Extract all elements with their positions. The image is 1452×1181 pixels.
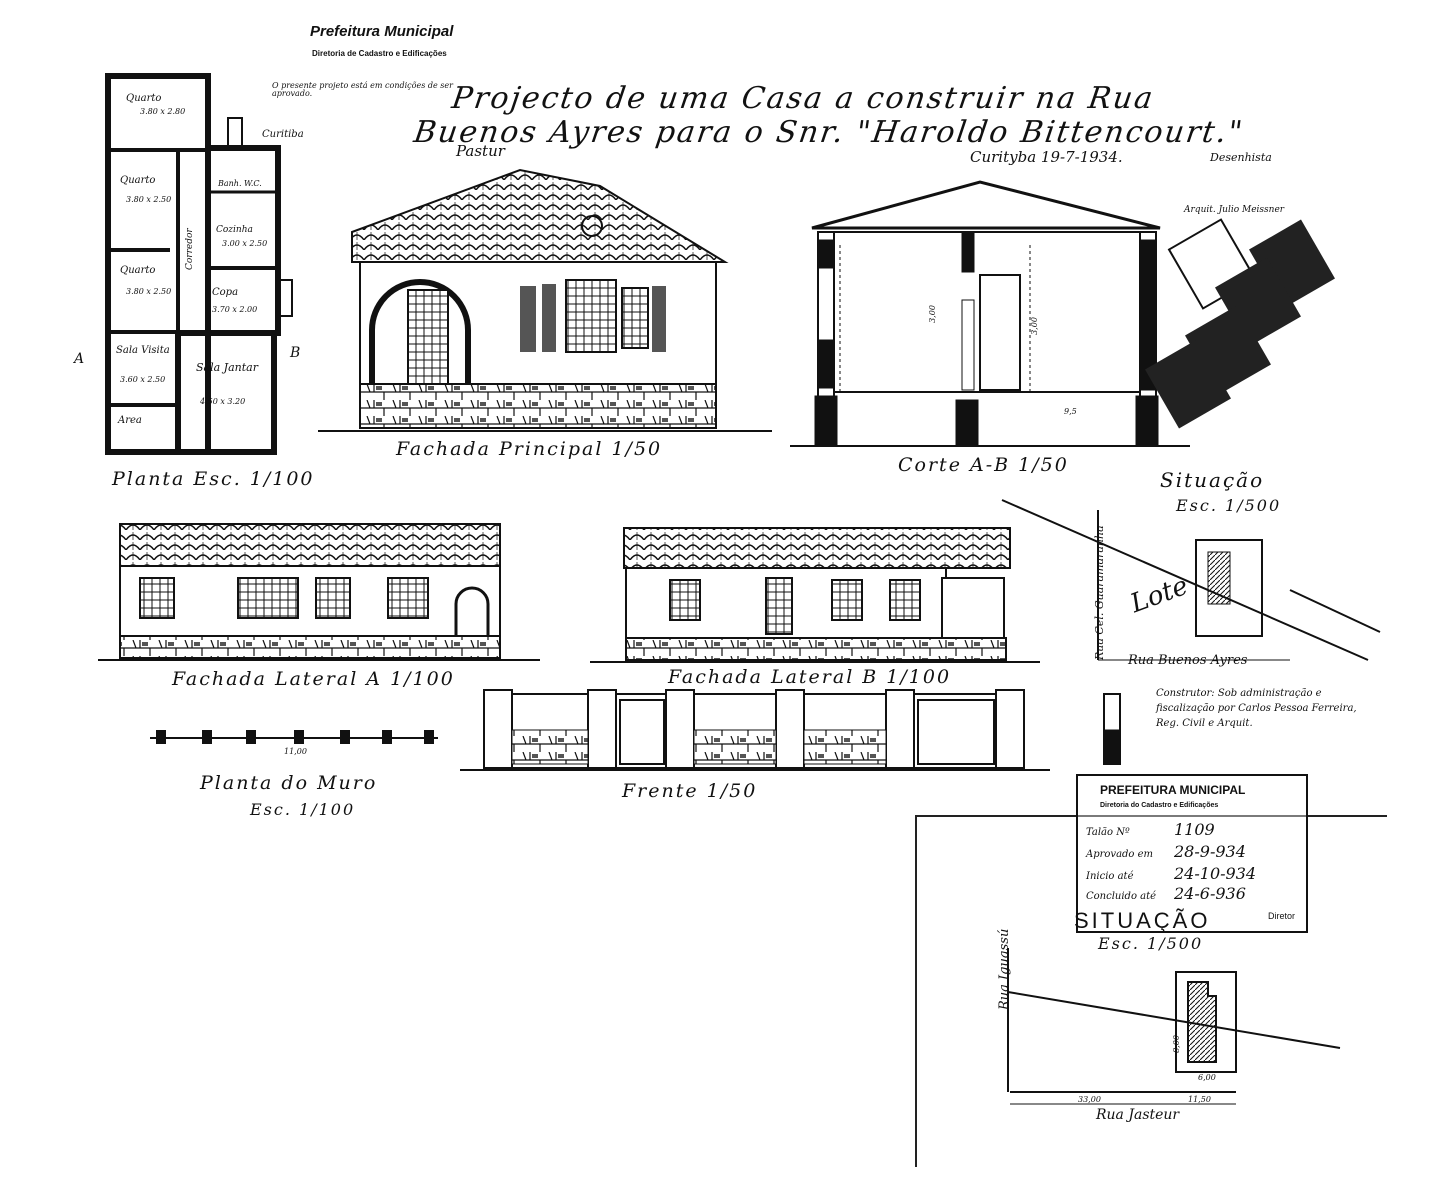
- wall-plan-scale: Esc. 1/100: [250, 800, 356, 819]
- situation-scale: Esc. 1/500: [1176, 496, 1282, 515]
- room-label: Sala Jantar: [196, 361, 258, 374]
- approval-stamp: PREFEITURA MUNICIPAL Diretoria do Cadast…: [1076, 774, 1308, 933]
- lateral-elevation-b: [590, 527, 1040, 663]
- wall-plan: [150, 730, 438, 744]
- lower-attached-sheet: [915, 815, 1387, 1167]
- section-mark-b: B: [290, 345, 301, 361]
- room-dims: 3.80 x 2.50: [126, 287, 172, 296]
- room-dims: 3.70 x 2.00: [212, 305, 258, 314]
- room-dims: 3.00 x 2.50: [222, 239, 268, 248]
- situation2-title: SITUAÇÃO: [1074, 908, 1211, 933]
- designer-label: Desenhista: [1210, 151, 1272, 164]
- stamp-subtitle: Diretoria do Cadastro e Edificações: [1100, 802, 1219, 809]
- room-label: Copa: [212, 287, 239, 298]
- front-wall-elevation: [460, 689, 1121, 771]
- main-elevation-caption: Fachada Principal 1/50: [396, 438, 663, 460]
- wall-plan-dimension: 11,00: [284, 747, 307, 756]
- office-name: Prefeitura Municipal: [310, 23, 454, 40]
- stamp-field-value: 24-10-934: [1174, 864, 1257, 883]
- approval-note: O presente projeto está em condições de …: [272, 81, 453, 98]
- room-dims: 3.60 x 2.50: [120, 375, 166, 384]
- stamp-field-value: 28-9-934: [1174, 842, 1246, 861]
- stamp-title: PREFEITURA MUNICIPAL: [1100, 783, 1246, 797]
- project-title-line1: Projecto de uma Casa a construir na Rua: [449, 81, 1157, 116]
- approval-city: Curitiba: [262, 129, 304, 140]
- plan-caption: Planta Esc. 1/100: [112, 468, 315, 490]
- room-dims: 3.80 x 2.80: [140, 107, 186, 116]
- room-label: Banh. W.C.: [218, 179, 262, 188]
- main-elevation: [318, 168, 772, 432]
- architect-label: Arquit. Julio Meissner: [1184, 205, 1285, 215]
- stamp-field-value: 1109: [1174, 820, 1215, 839]
- room-label: Corredor: [185, 228, 195, 270]
- situation-street-vertical: Rua Cel. Guaramaranha: [1093, 525, 1106, 660]
- stamp-field-label: Concluido até: [1086, 891, 1157, 902]
- construction-note: Construtor: Sob administração e fiscaliz…: [1156, 688, 1357, 729]
- situation2-dimension: 11,50: [1188, 1095, 1211, 1104]
- stamp-field-label: Inicio até: [1086, 871, 1134, 882]
- situation2-dimension: 6,00: [1198, 1073, 1216, 1082]
- situation2-scale: Esc. 1/500: [1098, 934, 1204, 953]
- front-wall-caption: Frente 1/50: [622, 780, 758, 802]
- room-label: Cozinha: [216, 225, 253, 235]
- project-title-line2: Buenos Ayres para o Snr. "Haroldo Bitten…: [411, 115, 1247, 150]
- section-dimension: 3,00: [927, 305, 937, 323]
- situation2-dimension: 8,00: [1171, 1035, 1181, 1053]
- stamp-field-value: 24-6-936: [1174, 884, 1246, 903]
- stamp-field-label: Aprovado em: [1086, 849, 1154, 860]
- lateral-b-caption: Fachada Lateral B 1/100: [668, 666, 952, 688]
- floor-plan: [105, 73, 293, 455]
- stamp-field-label: Talão Nº: [1086, 827, 1130, 838]
- section-dimension: 3,00: [1029, 317, 1039, 335]
- room-dims: 3.80 x 2.50: [126, 195, 172, 204]
- lateral-a-caption: Fachada Lateral A 1/100: [172, 668, 455, 690]
- situation2-street-bottom: Rua Jasteur: [1096, 1107, 1180, 1123]
- situation-street-bottom: Rua Buenos Ayres: [1128, 653, 1248, 668]
- place-date: Curityba 19-7-1934.: [970, 148, 1123, 166]
- room-label: Sala Visita: [116, 345, 170, 356]
- section-dimension: 9,5: [1064, 407, 1077, 416]
- situation2-dimension: 33,00: [1078, 1095, 1101, 1104]
- section-caption: Corte A-B 1/50: [898, 454, 1069, 476]
- situation-map-1: [1001, 499, 1381, 661]
- room-label: Quarto: [120, 175, 156, 186]
- room-label: Area: [118, 415, 142, 426]
- approval-signature: Pastur: [456, 142, 505, 160]
- room-dims: 4.50 x 3.20: [200, 397, 246, 406]
- situation-map-2: [1007, 948, 1341, 1105]
- situation-title: Situação: [1160, 468, 1265, 492]
- office-department: Diretoria de Cadastro e Edificações: [312, 49, 447, 58]
- room-label: Quarto: [126, 93, 162, 104]
- lateral-elevation-a: [98, 523, 540, 661]
- room-label: Quarto: [120, 265, 156, 276]
- section-mark-a: A: [74, 351, 85, 367]
- stamp-sign-label: Diretor: [1268, 911, 1296, 921]
- section-ab: [790, 180, 1190, 447]
- situation2-street-vertical: Rua Iguassú: [997, 928, 1012, 1010]
- wall-plan-caption: Planta do Muro: [200, 772, 378, 794]
- tax-stamps: [1145, 218, 1335, 429]
